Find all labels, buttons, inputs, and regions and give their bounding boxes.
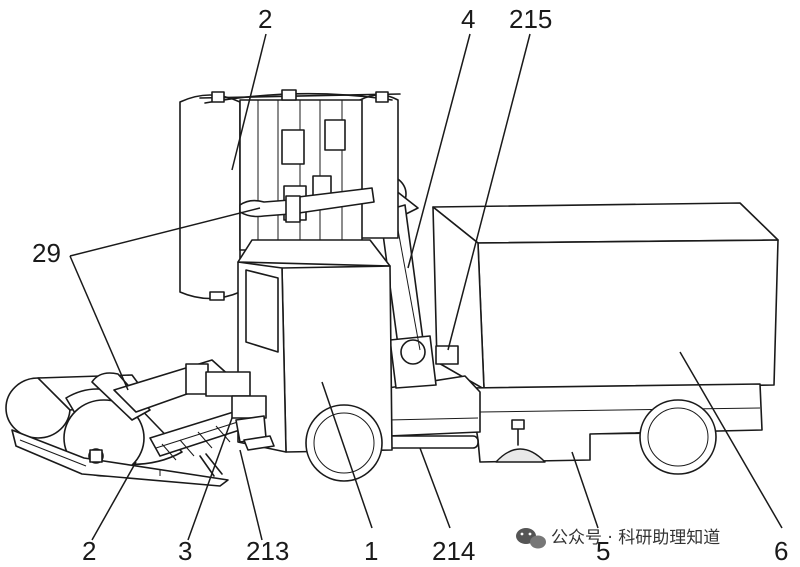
middle-platform: [385, 375, 481, 449]
front-wheel: [305, 404, 383, 482]
watermark: 公众号 · 科研助理知道: [516, 528, 720, 549]
wechat-icon: [516, 528, 546, 549]
leader-lines: [69, 33, 783, 541]
label-29: 29: [32, 238, 61, 268]
label-215: 215: [509, 4, 552, 34]
label-6: 6: [774, 536, 788, 566]
front-linkage: [91, 359, 275, 477]
cab: [237, 239, 393, 453]
label-3: 3: [178, 536, 192, 566]
label-4: 4: [461, 4, 475, 34]
reference-labels: 2 4 215 29 2 3 213 1 214 5 6: [32, 4, 788, 566]
label-2-bottom: 2: [82, 536, 96, 566]
label-2-top: 2: [258, 4, 272, 34]
label-5: 5: [596, 536, 610, 566]
upper-rollers: [179, 89, 401, 301]
label-1: 1: [364, 536, 378, 566]
rear-wheel: [639, 399, 717, 475]
cargo-box: [432, 202, 779, 390]
watermark-text: 公众号 · 科研助理知道: [551, 528, 720, 548]
upper-linkage: [239, 187, 375, 223]
side-brush: [495, 419, 546, 463]
label-214: 214: [432, 536, 475, 566]
label-213: 213: [246, 536, 289, 566]
